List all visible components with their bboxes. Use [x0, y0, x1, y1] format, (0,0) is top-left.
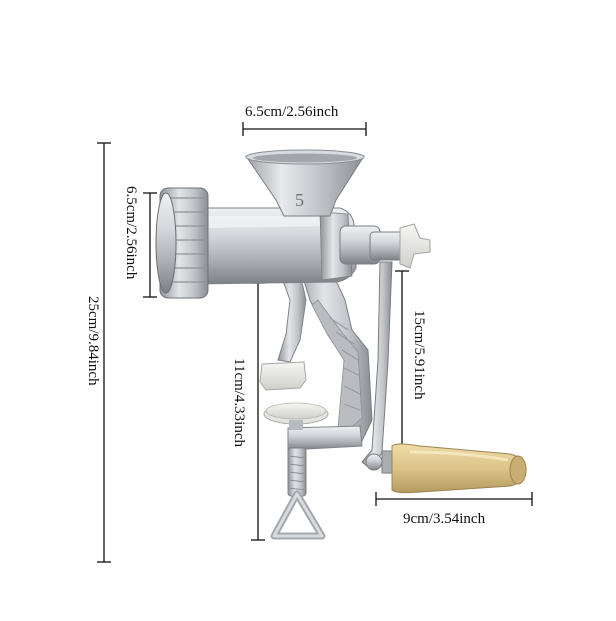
hopper-width-label: 6.5cm/2.56inch [245, 104, 339, 120]
handle-length-label: 9cm/3.54inch [403, 511, 486, 527]
product-number-mark: 5 [295, 190, 304, 210]
front-ring-nut [155, 187, 209, 299]
clamp-frame [277, 267, 373, 451]
clamp-screw [270, 447, 326, 540]
body-height-label: 6.5cm/2.56inch [123, 186, 139, 280]
wooden-handle [381, 443, 527, 494]
clamp-pad-lower [263, 402, 329, 430]
hopper: 5 [245, 149, 365, 217]
grinder-barrel [195, 207, 357, 285]
clamp-pad-upper [259, 361, 307, 391]
crank-length-label: 15cm/5.91inch [411, 310, 427, 400]
total-height-label: 25cm/9.84inch [85, 296, 101, 386]
clamp-height-label: 11cm/4.33inch [231, 358, 247, 448]
dimension-lines [97, 122, 533, 563]
drive-shaft [339, 223, 431, 269]
crank-arm [361, 261, 393, 471]
